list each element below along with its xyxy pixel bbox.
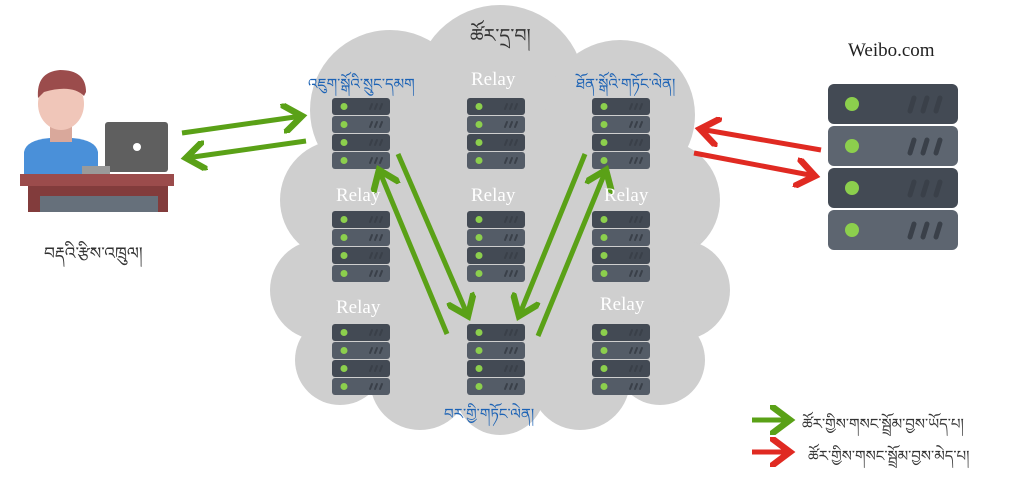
relay-label: Relay (471, 185, 516, 206)
arrow-weibo-to-exit (700, 129, 822, 153)
relay-label: Relay (336, 185, 381, 206)
exit-relay-label: ཐོན་སྒོའི་གཏོང་ལེན། (576, 75, 676, 93)
encrypted-arrows (181, 116, 606, 337)
client-label: བརྡའི་རྩིས་འཁྲུལ། (44, 244, 143, 264)
arrow-exit-to-weibo (693, 150, 815, 176)
network-title: ཚོར་དྲ་བ། (470, 25, 531, 47)
unencrypted-arrows (693, 129, 822, 176)
entry-guard-label: འཇུག་སྒོའི་སྲུང་དམག (308, 75, 415, 93)
user-at-laptop-icon (20, 70, 174, 212)
legend-encrypted-text: ཚོར་གྱིས་གསང་སྦྲོམ་བྱས་ཡོད་པ། (802, 415, 964, 433)
relay-label: Relay (604, 185, 649, 206)
relay-label: Relay (471, 69, 516, 90)
weibo-server-icon (828, 84, 958, 250)
arrow-middle-to-exit (535, 170, 606, 337)
destination-label: Weibo.com (848, 40, 935, 61)
arrow-middle-to-entry (379, 170, 450, 335)
legend-unencrypted-text: ཚོར་གྱིས་གསང་སྦྲོམ་བྱས་མེད་པ། (808, 447, 970, 465)
middle-relay-label: བར་གྱི་གཏོང་ལེན། (444, 405, 535, 423)
relay-label: Relay (600, 294, 645, 315)
relay-label: Relay (336, 297, 381, 318)
arrow-client-to-entry (181, 116, 302, 136)
arrow-entry-to-client (186, 138, 307, 158)
arrow-entry-to-middle (395, 153, 468, 316)
arrow-exit-to-middle (519, 153, 588, 316)
